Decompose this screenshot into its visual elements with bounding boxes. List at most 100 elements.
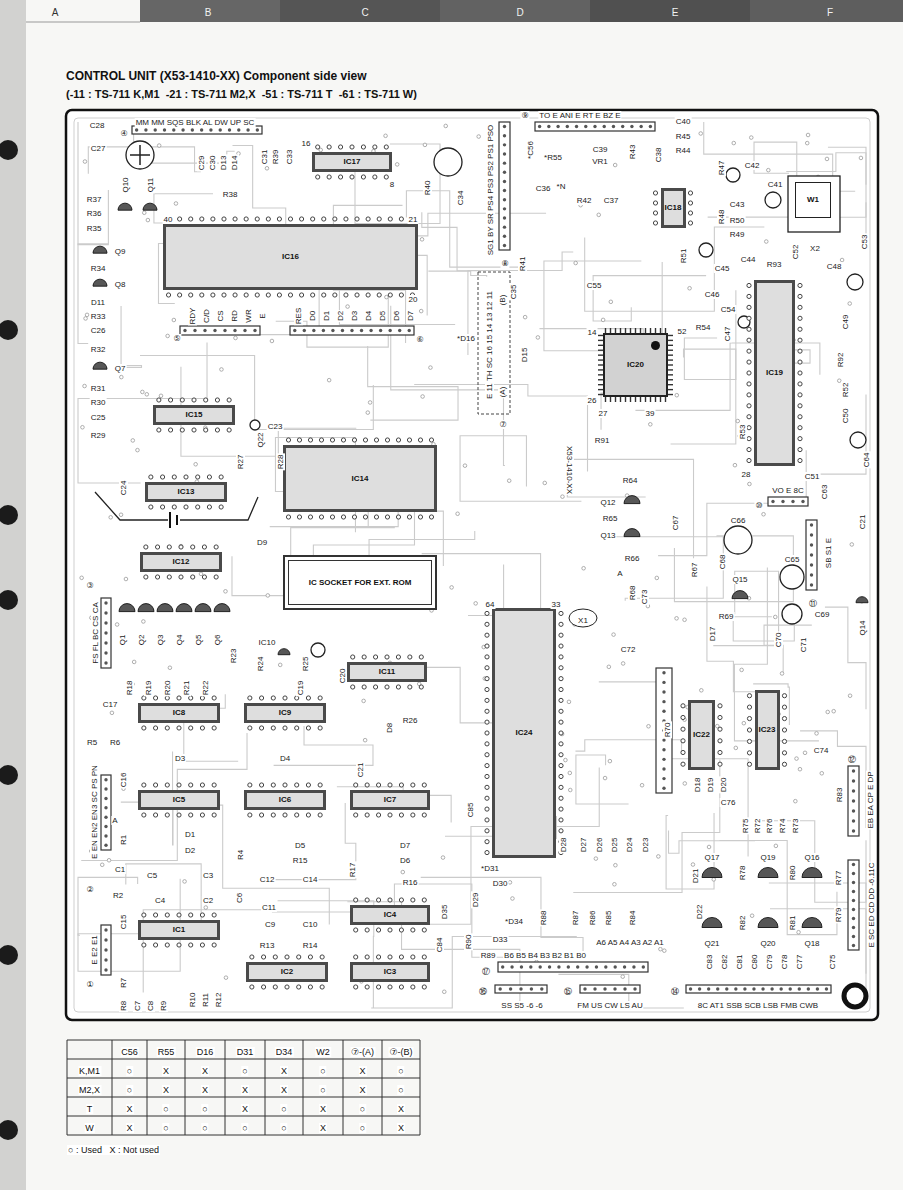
via-pad: [699, 132, 703, 136]
label-anchor: SG1 BY SR PS4 PS3 PS2 PS1 PSO: [480, 124, 496, 257]
ic-pin-pad: [297, 955, 301, 959]
binding-hole: [0, 1120, 18, 1140]
label-anchor: ○: [126, 1061, 133, 1077]
ic-pin-pad: [747, 751, 751, 755]
connector-pin: [181, 128, 184, 131]
via-pad: [621, 662, 625, 666]
via-pad: [655, 576, 659, 580]
part-label: D29: [471, 892, 480, 909]
ic-pin-pad: [396, 515, 400, 519]
via-pad: [614, 863, 618, 867]
label-anchor: D9: [256, 532, 268, 548]
part-label: R54: [695, 323, 712, 332]
label-anchor: D: [515, 3, 524, 19]
ic-pin-pad: [311, 217, 315, 221]
label-anchor: R47: [711, 160, 727, 177]
ic-pin-pad: [295, 813, 299, 817]
via-pad: [733, 463, 737, 467]
part-label: D8: [385, 722, 394, 734]
table-cell: ○: [397, 1066, 404, 1076]
part-label: R52: [841, 382, 850, 399]
ic-pin-pad: [189, 913, 193, 917]
via-pad: [825, 157, 829, 161]
via-pad: [419, 309, 423, 313]
part-number: IC18: [665, 204, 682, 212]
ic-pin-pad: [485, 850, 489, 854]
label-anchor: C34: [450, 190, 466, 207]
part-label: C76: [720, 798, 737, 807]
ic-pin-pad: [308, 515, 312, 519]
label-anchor: ③: [85, 575, 94, 591]
connector-pin: [360, 329, 363, 332]
ic-pin-pad: [308, 985, 312, 989]
label-anchor: R29: [90, 425, 107, 441]
ic-pin-pad: [144, 545, 148, 549]
part-number: IC8: [173, 709, 185, 717]
label-anchor: C70: [768, 632, 784, 649]
label-anchor: R86: [582, 910, 598, 927]
ic-pin-pad: [308, 955, 312, 959]
ic-pin-lead: [668, 389, 673, 390]
ic-pin-pad: [285, 955, 289, 959]
part-label: D3: [174, 754, 186, 763]
label-anchor: C66: [730, 510, 747, 526]
label-anchor: D3: [174, 748, 186, 764]
via-pad: [826, 710, 830, 714]
ic-pin-pad: [485, 840, 489, 844]
label-anchor: Q1: [112, 634, 128, 647]
part-label: R44: [675, 146, 692, 155]
connector-pin: [593, 125, 596, 128]
connector-pin: [852, 779, 855, 782]
part-label: *D31: [480, 864, 500, 873]
part-label: Q6: [213, 634, 222, 647]
label-anchor: R70: [657, 722, 673, 739]
label-anchor: E: [671, 3, 680, 19]
via-pad: [444, 124, 448, 128]
via-pad: [767, 168, 771, 172]
label-anchor: (-11 : TS-711 K,M1 -21 : TS-711 M2,X -51…: [65, 85, 418, 101]
label-anchor: R77: [828, 870, 844, 887]
part-label: D5: [294, 841, 306, 850]
part-label: R10: [188, 992, 197, 1009]
via-pad: [798, 767, 802, 771]
part-label: D7: [399, 841, 411, 850]
label-anchor: ○: [280, 1118, 287, 1134]
ic-pin-pad: [180, 398, 184, 402]
label-anchor: M2,X: [78, 1080, 101, 1096]
ic-pin-lead: [668, 369, 673, 370]
label-anchor: ⑨: [520, 105, 529, 121]
connector-number: ⑪: [808, 599, 818, 608]
ic-pin-pad: [165, 913, 169, 917]
connector-pin: [603, 987, 606, 990]
table-cell: W2: [315, 1047, 331, 1057]
part-label: R88: [539, 910, 548, 927]
ic-pin-pad: [318, 696, 322, 700]
ic-pin-pad: [330, 438, 334, 442]
ic-pin-lead: [650, 397, 651, 402]
ic-pin-pad: [559, 829, 563, 833]
part-label: D15: [520, 347, 529, 364]
ic-pin-pad: [153, 696, 157, 700]
connector-pin: [583, 987, 586, 990]
ic-pin-pad: [180, 428, 184, 432]
part-label: C84: [435, 937, 444, 954]
connector-pin: [503, 216, 506, 219]
label-anchor: C21: [350, 762, 366, 779]
connector-pin: [219, 128, 222, 131]
connector-pin: [852, 926, 855, 929]
part-label: C64: [862, 452, 871, 469]
ic-pin-pad: [485, 774, 489, 778]
capacitor-symbol: [250, 420, 260, 430]
label-anchor: R45: [675, 126, 692, 142]
connector-strip: [180, 326, 260, 335]
ic-pin-pad: [341, 438, 345, 442]
ic-pin-pad: [365, 898, 369, 902]
connector-pin: [852, 809, 855, 812]
via-pad: [797, 930, 801, 934]
part-label: R86: [588, 910, 597, 927]
part-number: IC20: [627, 361, 644, 369]
connector-strip: [848, 766, 859, 836]
connector-pin: [191, 128, 194, 131]
via-pad: [120, 375, 124, 379]
ic-pin-pad: [747, 349, 751, 353]
